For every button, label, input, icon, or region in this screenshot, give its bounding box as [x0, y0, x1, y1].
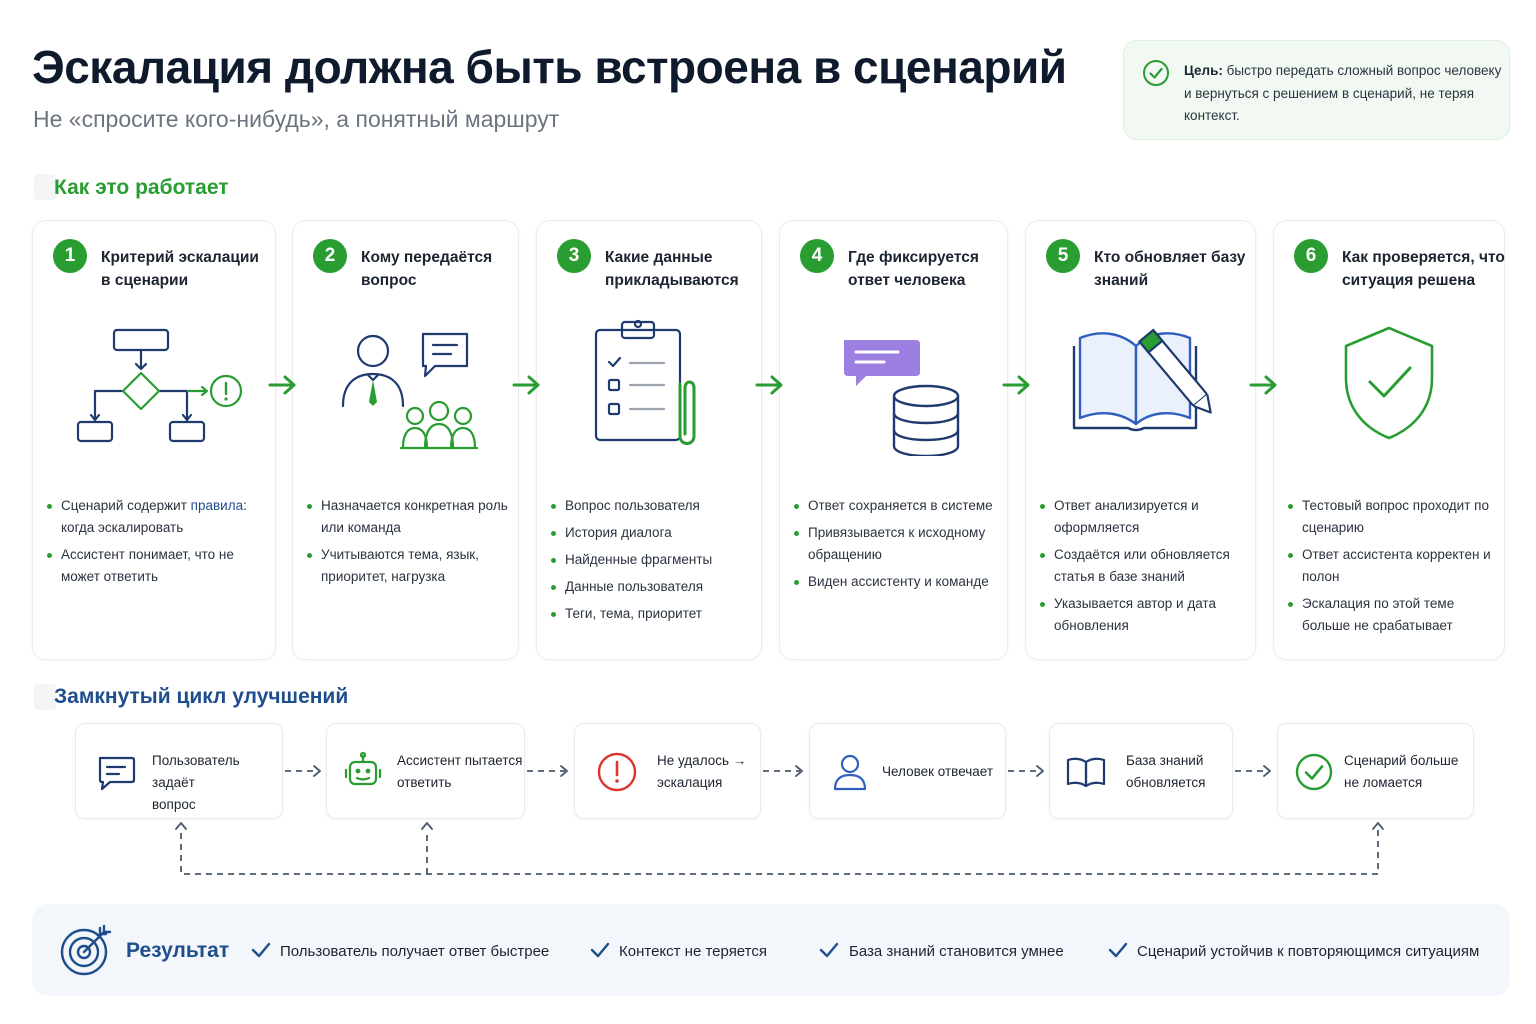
loop-step-label: вопрос: [152, 797, 196, 812]
loop-step-label: эскалация: [657, 775, 723, 790]
goal-card: Цель: быстро передать сложный вопрос чел…: [1123, 40, 1510, 140]
list-item: Данные пользователя: [551, 576, 753, 598]
list-item: Указывается автор и дата обновления: [1040, 593, 1247, 637]
step-number: 1: [53, 239, 87, 273]
check-circle-icon: [1143, 60, 1169, 86]
arrow-right-icon: [1249, 375, 1277, 395]
section-marker: [34, 684, 56, 710]
highlight-rules: правила: [190, 498, 244, 513]
shield-check-icon: [1344, 326, 1434, 440]
step-bullets: Вопрос пользователя История диалога Найд…: [551, 495, 753, 630]
section-title-loop: Замкнутый цикл улучшений: [54, 685, 349, 708]
step-number: 2: [313, 239, 347, 273]
section-title-how: Как это работает: [54, 176, 229, 199]
result-item: База знаний становится умнее: [849, 943, 1064, 960]
result-title: Результат: [126, 939, 230, 962]
loop-step-label: Сценарий больше: [1344, 753, 1459, 768]
step-number: 6: [1294, 239, 1328, 273]
loop-step-label: База знаний: [1126, 753, 1204, 768]
list-item: Сценарий содержит правила: когда эскалир…: [47, 495, 267, 539]
goal-description: быстро передать сложный вопрос человеку …: [1184, 63, 1502, 123]
loop-step-4: Человек отвечает: [809, 723, 1006, 819]
list-item: Вопрос пользователя: [551, 495, 753, 517]
list-item: Теги, тема, приоритет: [551, 603, 753, 625]
step-bullets: Сценарий содержит правила: когда эскалир…: [47, 495, 267, 593]
step-title: Как проверяется, что ситуация решена: [1342, 249, 1505, 289]
section-marker: [34, 174, 56, 200]
checkmark-icon: [1108, 942, 1128, 958]
step-number: 4: [800, 239, 834, 273]
alert-icon: [597, 752, 637, 792]
loop-step-label: обновляется: [1126, 775, 1206, 790]
people-chat-icon: [341, 332, 478, 450]
chat-icon: [98, 756, 136, 791]
list-item: Найденные фрагменты: [551, 549, 753, 571]
step-card-5: 5 Кто обновляет базу знаний Ответ анализ…: [1025, 220, 1256, 660]
page-subtitle: Не «спросите кого-нибудь», а понятный ма…: [33, 106, 560, 132]
arrow-right-icon: [268, 375, 296, 395]
step-title: Какие данные прикладываются: [605, 249, 739, 289]
loop-step-label: не ломается: [1344, 775, 1423, 790]
book-icon: [1066, 757, 1106, 788]
step-title: Кто обновляет базу знаний: [1094, 249, 1246, 289]
step-title: Где фиксируется ответ человека: [848, 249, 979, 289]
robot-icon: [344, 751, 382, 786]
list-item: Виден ассистенту и команде: [794, 571, 999, 593]
loop-step-2: Ассистент пытается ответить: [326, 723, 525, 819]
list-item: Создаётся или обновляется статья в базе …: [1040, 544, 1247, 588]
step-card-6: 6 Как проверяется, что ситуация решена Т…: [1273, 220, 1505, 660]
loop-step-label: Пользователь задаёт: [152, 753, 240, 790]
clipboard-icon: [594, 319, 696, 445]
loop-step-1: Пользователь задаёт вопрос: [75, 723, 283, 819]
step-card-2: 2 Кому передаётся вопрос: [292, 220, 519, 660]
user-icon: [833, 754, 867, 791]
goal-label: Цель:: [1184, 63, 1223, 78]
step-bullets: Назначается конкретная роль или команда …: [307, 495, 510, 593]
checkmark-icon: [251, 942, 271, 958]
result-item: Сценарий устойчив к повторяющимся ситуац…: [1137, 943, 1480, 960]
list-item: Ответ ассистента корректен и полон: [1288, 544, 1496, 588]
loop-step-3: Не удалось → эскалация: [574, 723, 761, 819]
step-title: Критерий эскалации в сценарии: [101, 249, 259, 289]
list-item: Привязывается к исходному обращению: [794, 522, 999, 566]
list-item: Ответ анализируется и оформляется: [1040, 495, 1247, 539]
page-title: Эскалация должна быть встроена в сценари…: [32, 41, 1067, 93]
flowchart-icon: [76, 328, 243, 443]
step-number: 3: [557, 239, 591, 273]
list-item: Ассистент понимает, что не может ответит…: [47, 544, 267, 588]
result-banner: Результат Пользователь получает ответ бы…: [32, 904, 1510, 996]
step-card-1: 1 Критерий эскалации в сценарии Сценар: [32, 220, 276, 660]
list-item: Учитываются тема, язык, приоритет, нагру…: [307, 544, 510, 588]
loop-step-label: Ассистент пытается: [397, 753, 523, 768]
step-card-3: 3 Какие данные прикладываются Вопрос пол…: [536, 220, 762, 660]
step-number: 5: [1046, 239, 1080, 273]
step-bullets: Тестовый вопрос проходит по сценарию Отв…: [1288, 495, 1496, 642]
step-card-4: 4 Где фиксируется ответ человека Ответ с…: [779, 220, 1008, 660]
result-item: Контекст не теряется: [619, 943, 767, 960]
loop-step-5: База знаний обновляется: [1049, 723, 1233, 819]
loop-step-label: Человек отвечает: [882, 764, 994, 779]
loop-step-label: Не удалось →: [657, 753, 747, 768]
goal-text: Цель: быстро передать сложный вопрос чел…: [1184, 60, 1502, 128]
list-item: Ответ сохраняется в системе: [794, 495, 999, 517]
arrow-right-icon: [1002, 375, 1030, 395]
list-item: Тестовый вопрос проходит по сценарию: [1288, 495, 1496, 539]
checkmark-icon: [590, 942, 610, 958]
step-bullets: Ответ сохраняется в системе Привязываетс…: [794, 495, 999, 598]
loop-step-6: Сценарий больше не ломается: [1277, 723, 1474, 819]
check-circle-icon: [1295, 753, 1333, 791]
result-item: Пользователь получает ответ быстрее: [280, 943, 550, 960]
arrow-right-icon: [512, 375, 540, 395]
list-item: Эскалация по этой теме больше не срабаты…: [1288, 593, 1496, 637]
checkmark-icon: [819, 942, 839, 958]
step-title: Кому передаётся вопрос: [361, 249, 493, 289]
list-item: Назначается конкретная роль или команда: [307, 495, 510, 539]
database-icon: [843, 340, 959, 456]
target-icon: [60, 924, 112, 976]
arrow-right-icon: [755, 375, 783, 395]
step-bullets: Ответ анализируется и оформляется Создаё…: [1040, 495, 1247, 642]
list-item: История диалога: [551, 522, 753, 544]
book-pencil-icon: [1072, 328, 1212, 432]
loop-step-label: ответить: [397, 775, 452, 790]
